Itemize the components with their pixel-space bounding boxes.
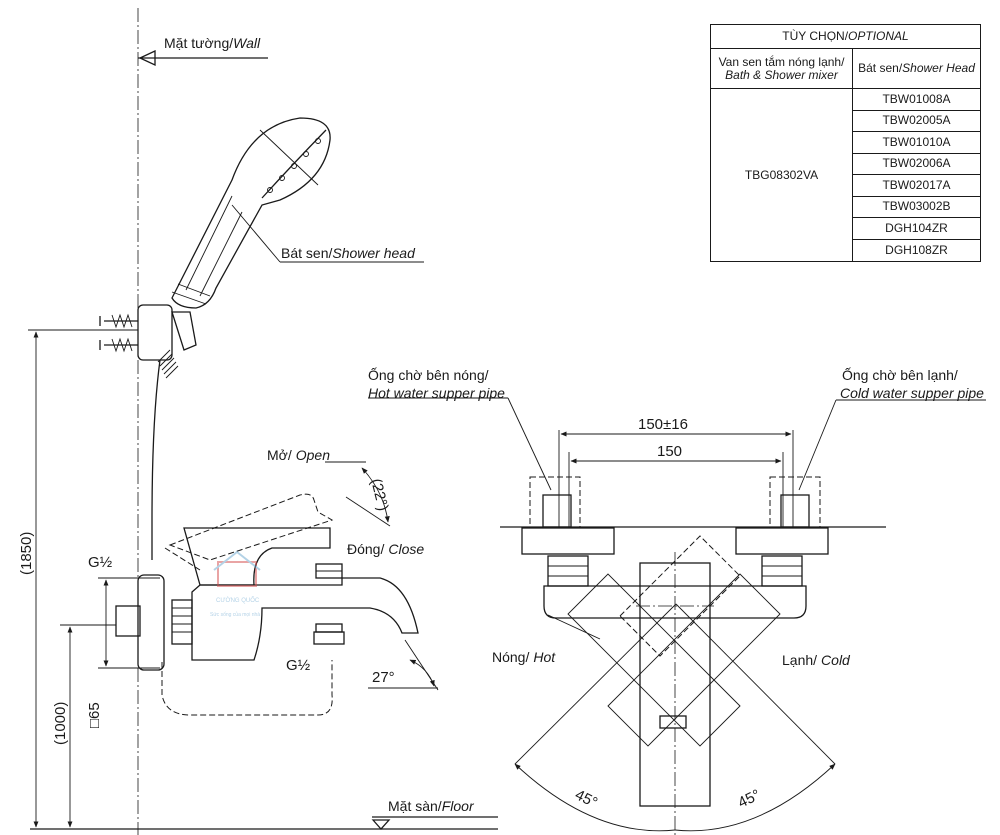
angle-left-label: 45° [572,786,600,811]
thread-inlet-label: G½ [88,554,113,571]
floor-line [30,816,498,830]
floor-label: Mặt sàn/Floor [388,798,475,814]
watermark-text: CƯỜNG QUỐC [216,597,260,604]
dimension-65 [98,577,160,669]
mixer-top-view [500,430,886,835]
wall-label: Mặt tường/Wall [164,35,261,51]
dim-65-label: □65 [86,702,103,728]
shower-head-model: DGH104ZR [853,218,980,240]
shower-hose [151,349,179,560]
shower-head-model: TBW01008A [853,89,980,111]
shower-head-model: TBW02005A [853,111,980,132]
open-label: Mở/Open [267,447,330,463]
width-tolerance-label: 150±16 [638,416,688,433]
hot-pipe-label: Ống chờ bên nóng/ [368,366,489,383]
shower-head-model: DGH108ZR [885,242,948,257]
shower-head-face [261,129,327,199]
mixer-side-view [100,461,439,716]
thread-outlet-label: G½ [286,657,311,674]
shower-head-model: TBW02006A [853,154,980,175]
wall-anchor-screws [99,313,138,353]
angle-right-label: 45° [735,786,763,811]
cold-pipe-label-en: Cold water supper pipe [840,385,984,401]
cold-label: Lạnh/Cold [782,652,851,668]
close-label: Đóng/Close [347,541,424,557]
column-header-mixer: Van sen tắm nóng lạnh/ Bath & Shower mix… [711,49,853,89]
mixer-model-cell: TBG08302VA [711,89,853,261]
cold-pipe-label: Ống chờ bên lạnh/ [842,366,958,383]
shower-head-handset [171,117,424,309]
shower-head-model: TBW03002B [853,197,980,218]
dim-1850-label: (1850) [18,532,35,575]
option-table: TÙY CHỌN/OPTIONAL Van sen tắm nóng lạnh/… [710,24,981,262]
wall-line [137,8,268,835]
angle-open-label: (22°) [367,477,391,513]
watermark-slogan: Sức sống của mọi nhà [210,611,260,618]
shower-bracket [137,304,197,361]
shower-head-label: Bát sen/Shower head [281,245,416,261]
dimension-1850 [28,329,138,828]
pipe-leaders [368,397,986,491]
hot-pipe-label-en: Hot water supper pipe [368,385,505,401]
width-nominal-label: 150 [657,443,682,460]
option-table-title: TÙY CHỌN/OPTIONAL [711,25,980,49]
watermark-logo: CƯỜNG QUỐC Sức sống của mọi nhà [210,550,261,618]
column-header-shower-head: Bát sen/Shower Head [853,49,980,89]
shower-head-model: TBW02017A [853,175,980,197]
hot-label: Nóng/Hot [492,649,556,665]
dim-1000-label: (1000) [52,702,69,745]
shower-head-model: TBW01010A [853,132,980,154]
angle-spout-label: 27° [372,669,395,686]
